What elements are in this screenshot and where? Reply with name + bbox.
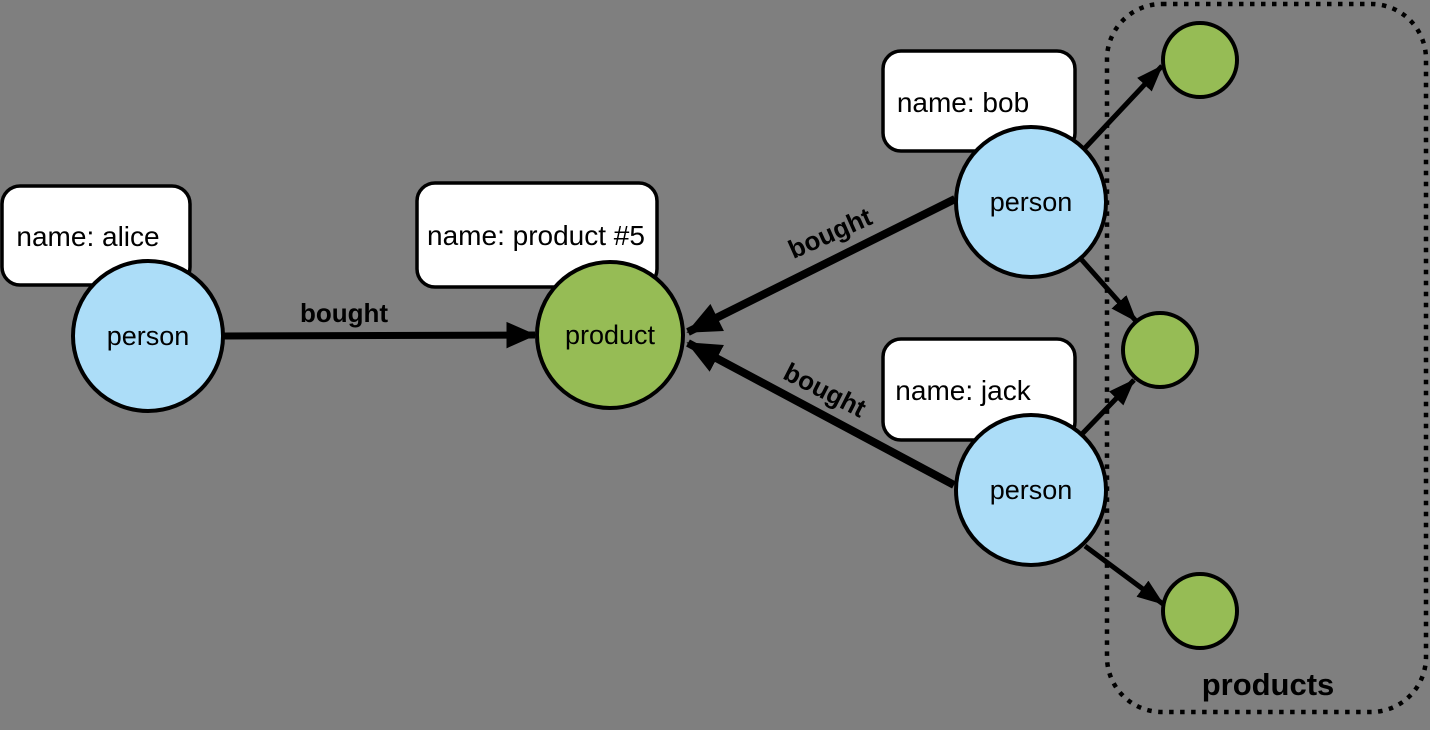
products-group-border xyxy=(1104,1,1429,715)
product-property-box xyxy=(415,181,659,289)
node-small-product-2 xyxy=(1121,311,1199,389)
node-product-5 xyxy=(535,260,685,410)
node-person-jack xyxy=(954,413,1108,567)
node-person-alice xyxy=(71,259,225,413)
edge-alice-bought-product xyxy=(223,321,537,349)
products-group-label: products xyxy=(1202,667,1335,702)
node-small-product-3 xyxy=(1161,572,1239,650)
node-person-alice-label: person xyxy=(107,321,190,351)
node-small-product-1 xyxy=(1161,21,1239,99)
jack-property-label: name: jack xyxy=(895,375,1031,406)
nodes: person product person person xyxy=(71,21,1239,650)
edge-jack-small-product-2 xyxy=(1080,378,1136,436)
node-person-jack-label: person xyxy=(990,475,1073,505)
edge-bob-small-product-2 xyxy=(1079,257,1138,323)
products-group: products xyxy=(1104,1,1429,715)
edge-jack-small-product-3 xyxy=(1083,543,1165,607)
edge-label-alice-bought: bought xyxy=(300,298,388,328)
edge-bob-small-product-1 xyxy=(1083,64,1164,150)
product-property-label: name: product #5 xyxy=(427,220,645,251)
edge-bob-bought-product xyxy=(686,195,957,336)
alice-property-label: name: alice xyxy=(16,221,159,252)
node-product-5-label: product xyxy=(565,320,656,350)
node-person-bob-label: person xyxy=(990,187,1073,217)
bob-property-label: name: bob xyxy=(897,87,1029,118)
node-person-bob xyxy=(954,125,1108,279)
edge-jack-bought-product xyxy=(686,339,956,489)
